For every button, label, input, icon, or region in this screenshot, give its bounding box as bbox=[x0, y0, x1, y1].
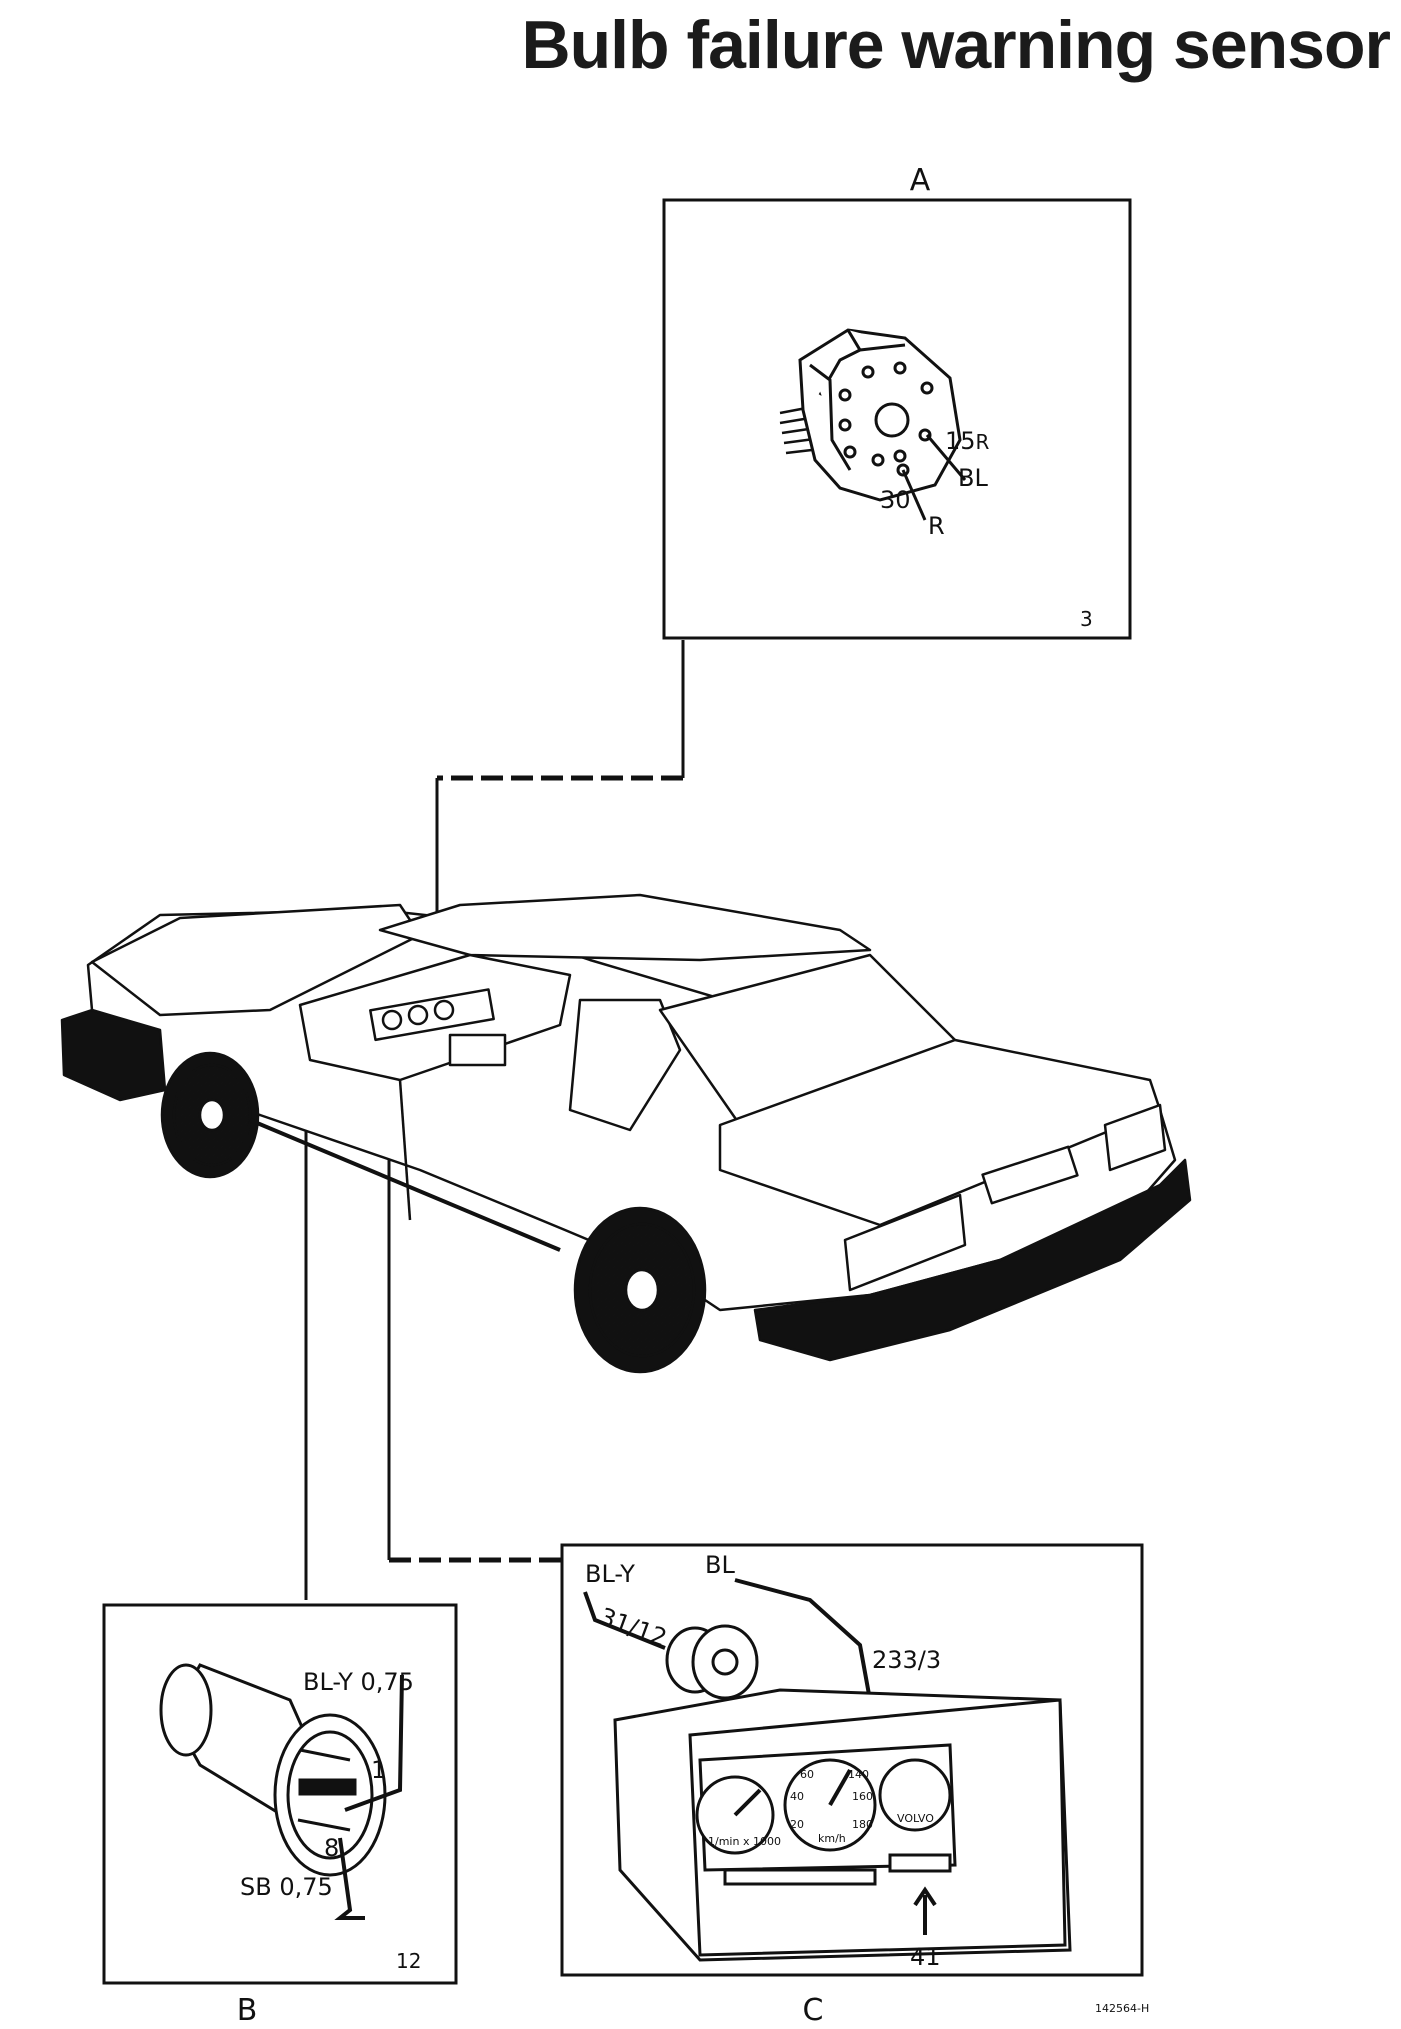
wire-sb bbox=[334, 1837, 365, 1920]
license-plate bbox=[981, 1145, 1079, 1205]
dash-gauge-1 bbox=[381, 1009, 403, 1031]
pin-1-label: 1 bbox=[371, 1756, 386, 1784]
figure-reference: 142564-H bbox=[1095, 2002, 1149, 2015]
bulb-failure-sensor bbox=[159, 1663, 387, 1877]
dashboard-instruments bbox=[369, 988, 495, 1042]
rear-wheel bbox=[573, 1206, 707, 1374]
ignition-switch-connector bbox=[798, 328, 962, 502]
panel-c: C BL-Y BL 31/12 233/3 bbox=[560, 1543, 1144, 2028]
panel-c-letter: C bbox=[803, 1993, 824, 2028]
wire-30-lead bbox=[901, 469, 927, 521]
panel-a-page-number: 3 bbox=[1080, 607, 1093, 631]
panel-b-letter: B bbox=[237, 1993, 258, 2028]
speed-tick-40: 40 bbox=[790, 1790, 804, 1803]
panel-c-frame bbox=[560, 1543, 1144, 1977]
center-console bbox=[448, 1033, 507, 1067]
wire-r-label: R bbox=[928, 512, 945, 540]
rear-bumper bbox=[753, 1158, 1192, 1362]
panel-b-frame bbox=[102, 1603, 458, 1985]
page-title: Bulb failure warning sensor bbox=[521, 7, 1392, 83]
speed-tick-180: 180 bbox=[852, 1818, 873, 1831]
wire-bl-y bbox=[344, 1674, 404, 1812]
wire-bl-label: BL bbox=[958, 464, 988, 492]
panel-a-frame bbox=[662, 198, 1132, 640]
wire-15-lead bbox=[925, 434, 967, 481]
tail-light-right bbox=[1103, 1103, 1167, 1172]
speed-tick-160: 160 bbox=[852, 1790, 873, 1803]
ref-233-3-label: 233/3 bbox=[872, 1646, 941, 1674]
panel-a-letter: A bbox=[910, 163, 931, 198]
wire-bl-y-label: BL-Y 0,75 bbox=[303, 1668, 414, 1696]
front-wheel bbox=[160, 1051, 260, 1179]
panel-a: A 3 bbox=[662, 163, 1132, 640]
car-roof bbox=[378, 893, 872, 962]
instrument-cluster bbox=[613, 1688, 1072, 1962]
car-illustration bbox=[60, 893, 1192, 1374]
brand-label: VOLVO bbox=[897, 1812, 934, 1825]
panel-b: B 12 BL-Y 0,75 1 8 SB 0,75 bbox=[102, 1603, 458, 2028]
arrow-icon bbox=[913, 1886, 937, 1935]
pin-8-label: 8 bbox=[324, 1834, 339, 1862]
car-rear-side-window bbox=[568, 998, 682, 1132]
door-seam bbox=[398, 1079, 412, 1221]
wire-sb-label: SB 0,75 bbox=[240, 1873, 333, 1901]
wire-bl-y-c bbox=[583, 1591, 666, 1650]
speed-tick-140: 140 bbox=[848, 1768, 869, 1781]
speed-tick-20: 20 bbox=[790, 1818, 804, 1831]
panel-b-page-number: 12 bbox=[396, 1949, 421, 1973]
position-41-label: 41 bbox=[910, 1943, 941, 1971]
wire-bl-y-label: BL-Y bbox=[585, 1560, 635, 1588]
rpm-unit: 1/min x 1000 bbox=[708, 1835, 781, 1848]
side-trim bbox=[249, 1118, 561, 1252]
tail-light-left bbox=[843, 1193, 967, 1292]
wire-bl-label: BL bbox=[705, 1551, 735, 1579]
speed-unit: km/h bbox=[818, 1832, 846, 1845]
wire-bl-c bbox=[734, 1578, 872, 1701]
dash-gauge-2 bbox=[407, 1004, 429, 1026]
sensor-connector-c bbox=[665, 1624, 759, 1700]
pin-15-label: 15R bbox=[945, 427, 990, 455]
pin-30-label: 30 bbox=[880, 486, 911, 514]
speed-tick-60: 60 bbox=[800, 1768, 814, 1781]
dash-gauge-3 bbox=[433, 999, 455, 1021]
